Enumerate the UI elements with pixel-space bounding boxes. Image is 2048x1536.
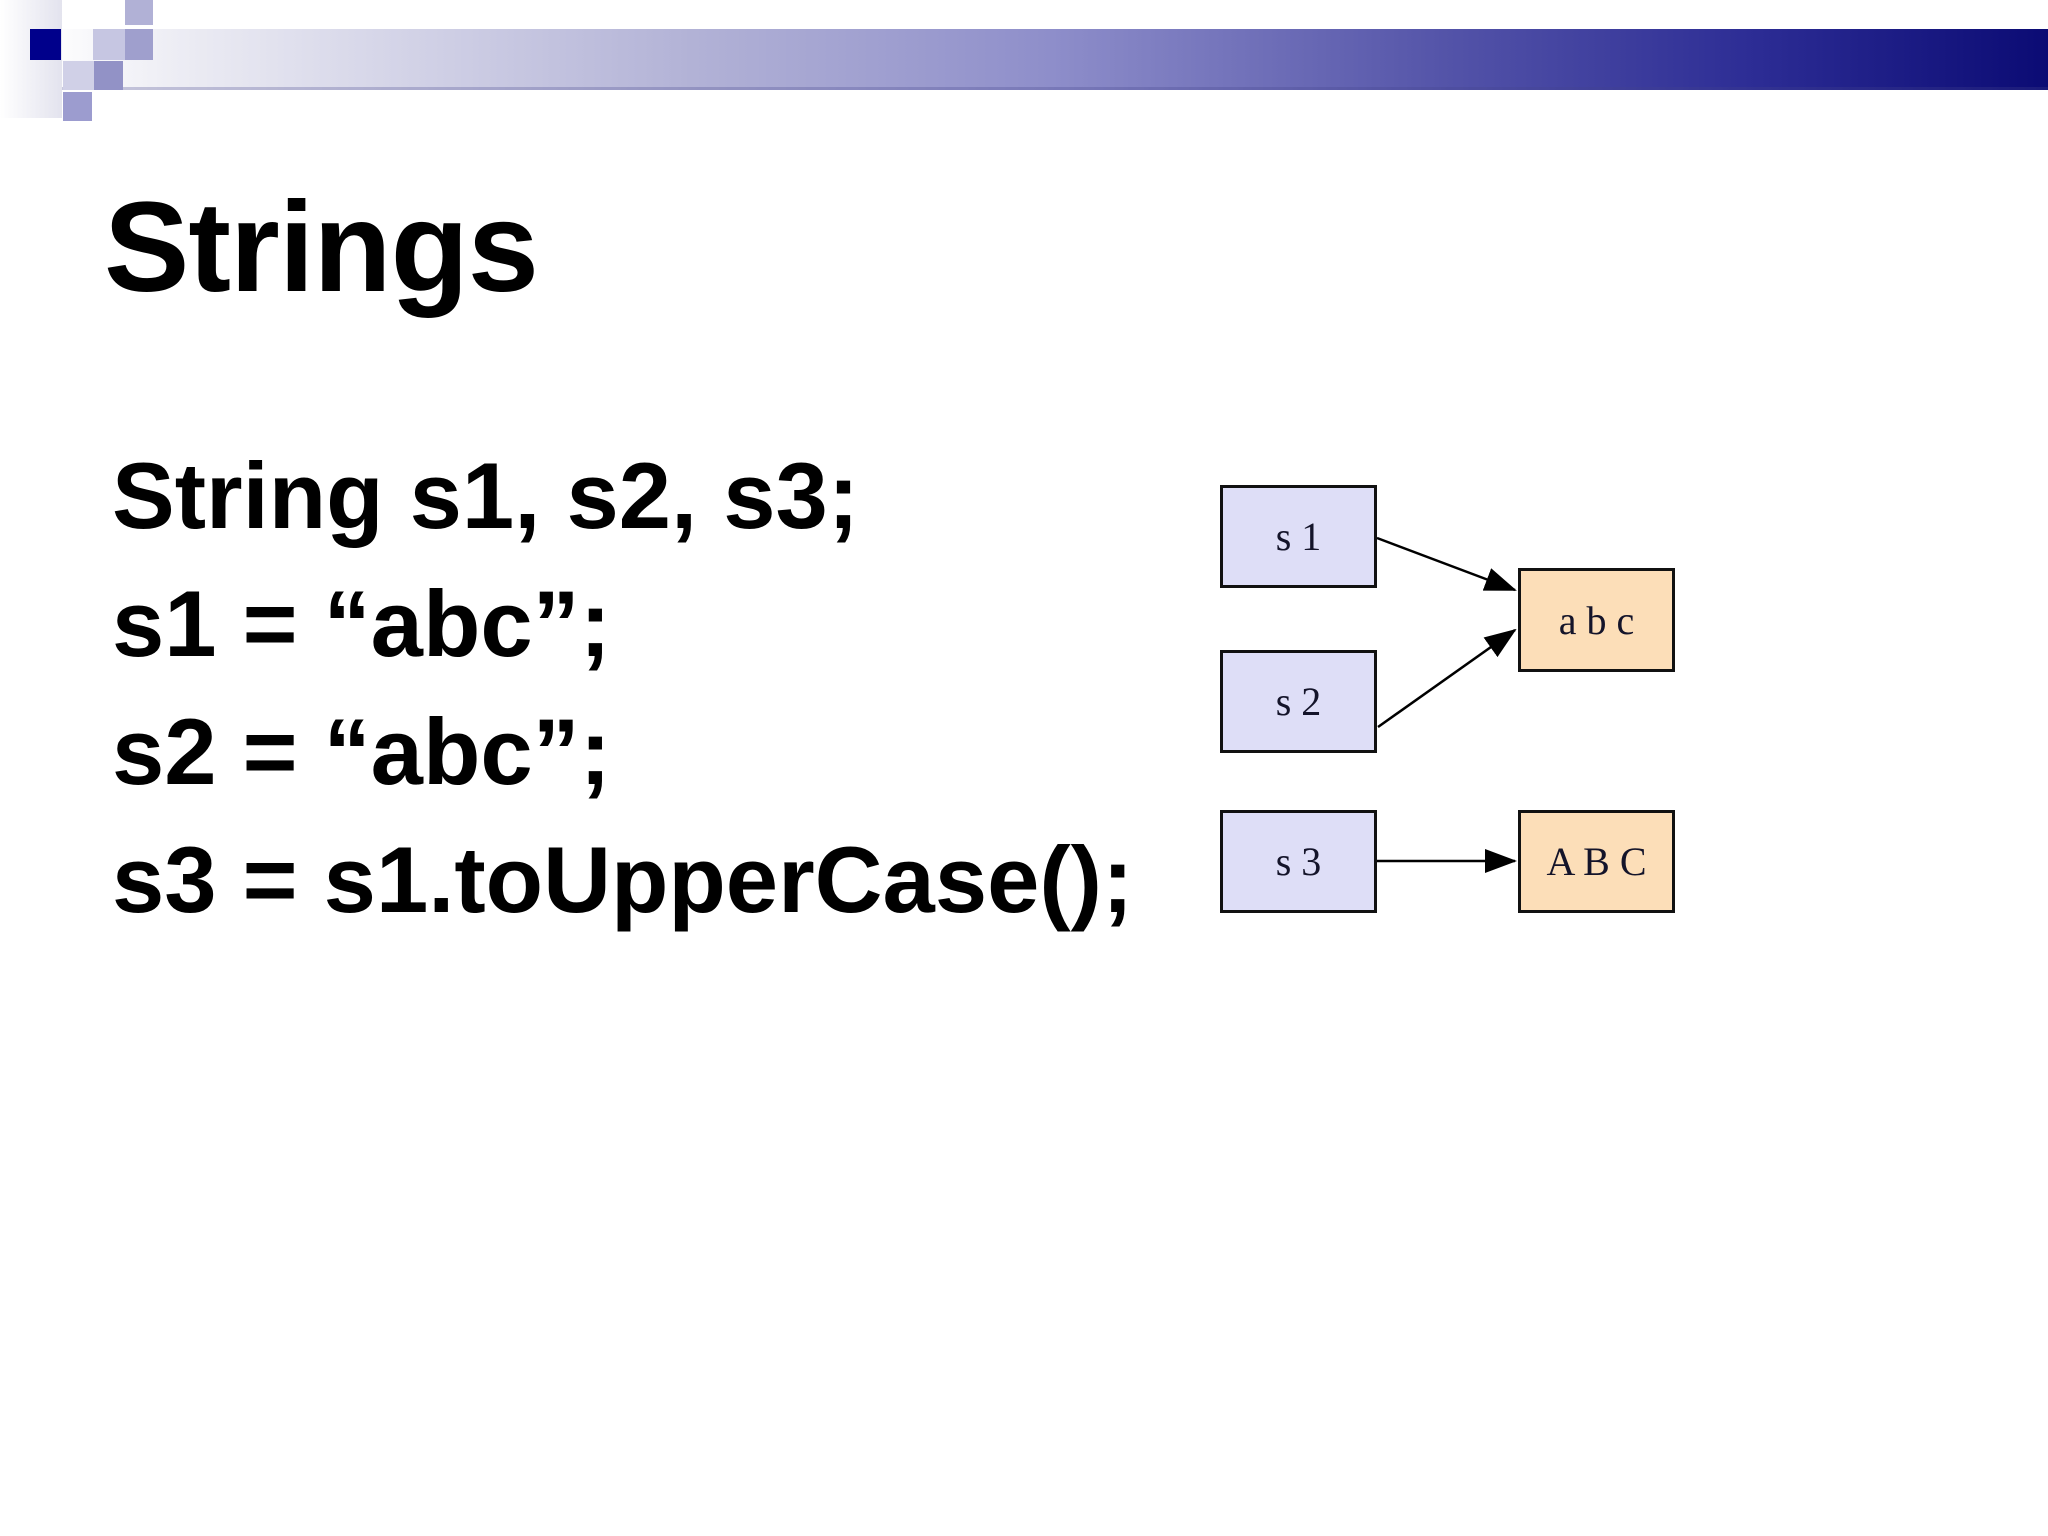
arrow-s1-to-abc [1376, 536, 1517, 592]
value-box-abc-label: a b c [1558, 597, 1635, 643]
variable-box-s2-label: s 2 [1275, 679, 1322, 724]
deco-square [63, 61, 94, 90]
deco-square [125, 29, 153, 60]
code-line-declaration: String s1, s2, s3; [112, 443, 860, 548]
arrow-s2-to-abc [1377, 628, 1517, 729]
code-line-s1-assign: s1 = “abc”; [112, 571, 611, 676]
deco-square [125, 0, 153, 25]
code-line-s3-assign: s3 = s1.toUpperCase(); [112, 827, 1134, 932]
deco-square [63, 92, 92, 121]
value-box-ABC-label: A B C [1546, 839, 1647, 884]
value-box-ABC: A B C [1518, 810, 1675, 913]
code-block: String s1, s2, s3; s1 = “abc”; s2 = “abc… [112, 432, 1133, 944]
variable-box-s2: s 2 [1220, 650, 1377, 753]
slide-title: Strings [104, 176, 539, 319]
deco-square [93, 29, 125, 60]
reference-arrows [1376, 536, 1517, 873]
deco-square [94, 61, 123, 90]
variable-box-s1: s 1 [1220, 485, 1377, 588]
code-line-s2-assign: s2 = “abc”; [112, 699, 611, 804]
variable-box-s3: s 3 [1220, 810, 1377, 913]
header-gradient-bar [55, 29, 2048, 90]
variable-box-s1-label: s 1 [1275, 514, 1322, 559]
string-reference-diagram: s 1 s 2 s 3 a b c A B C [1200, 460, 1760, 940]
variable-box-s3-label: s 3 [1275, 839, 1322, 884]
deco-square-navy [30, 29, 61, 60]
value-box-abc: a b c [1518, 568, 1675, 672]
